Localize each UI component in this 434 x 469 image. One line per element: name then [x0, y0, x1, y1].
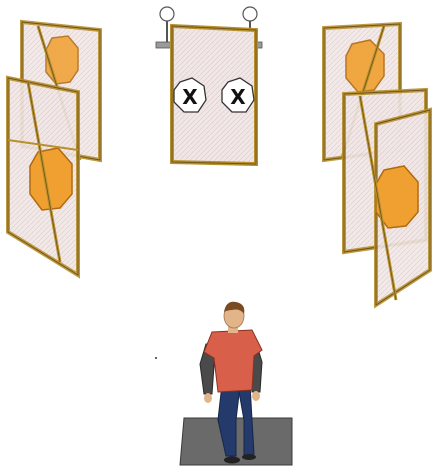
target-icon: [46, 36, 78, 84]
right-front-target-stand: [344, 90, 430, 305]
left-front-target-stand: [8, 78, 78, 275]
stray-mark: [155, 357, 157, 359]
center-no-shoot-stand: X X: [156, 7, 262, 164]
target-icon: [30, 148, 72, 210]
no-shoot-label: X: [230, 85, 246, 109]
no-shoot-label: X: [182, 85, 198, 109]
